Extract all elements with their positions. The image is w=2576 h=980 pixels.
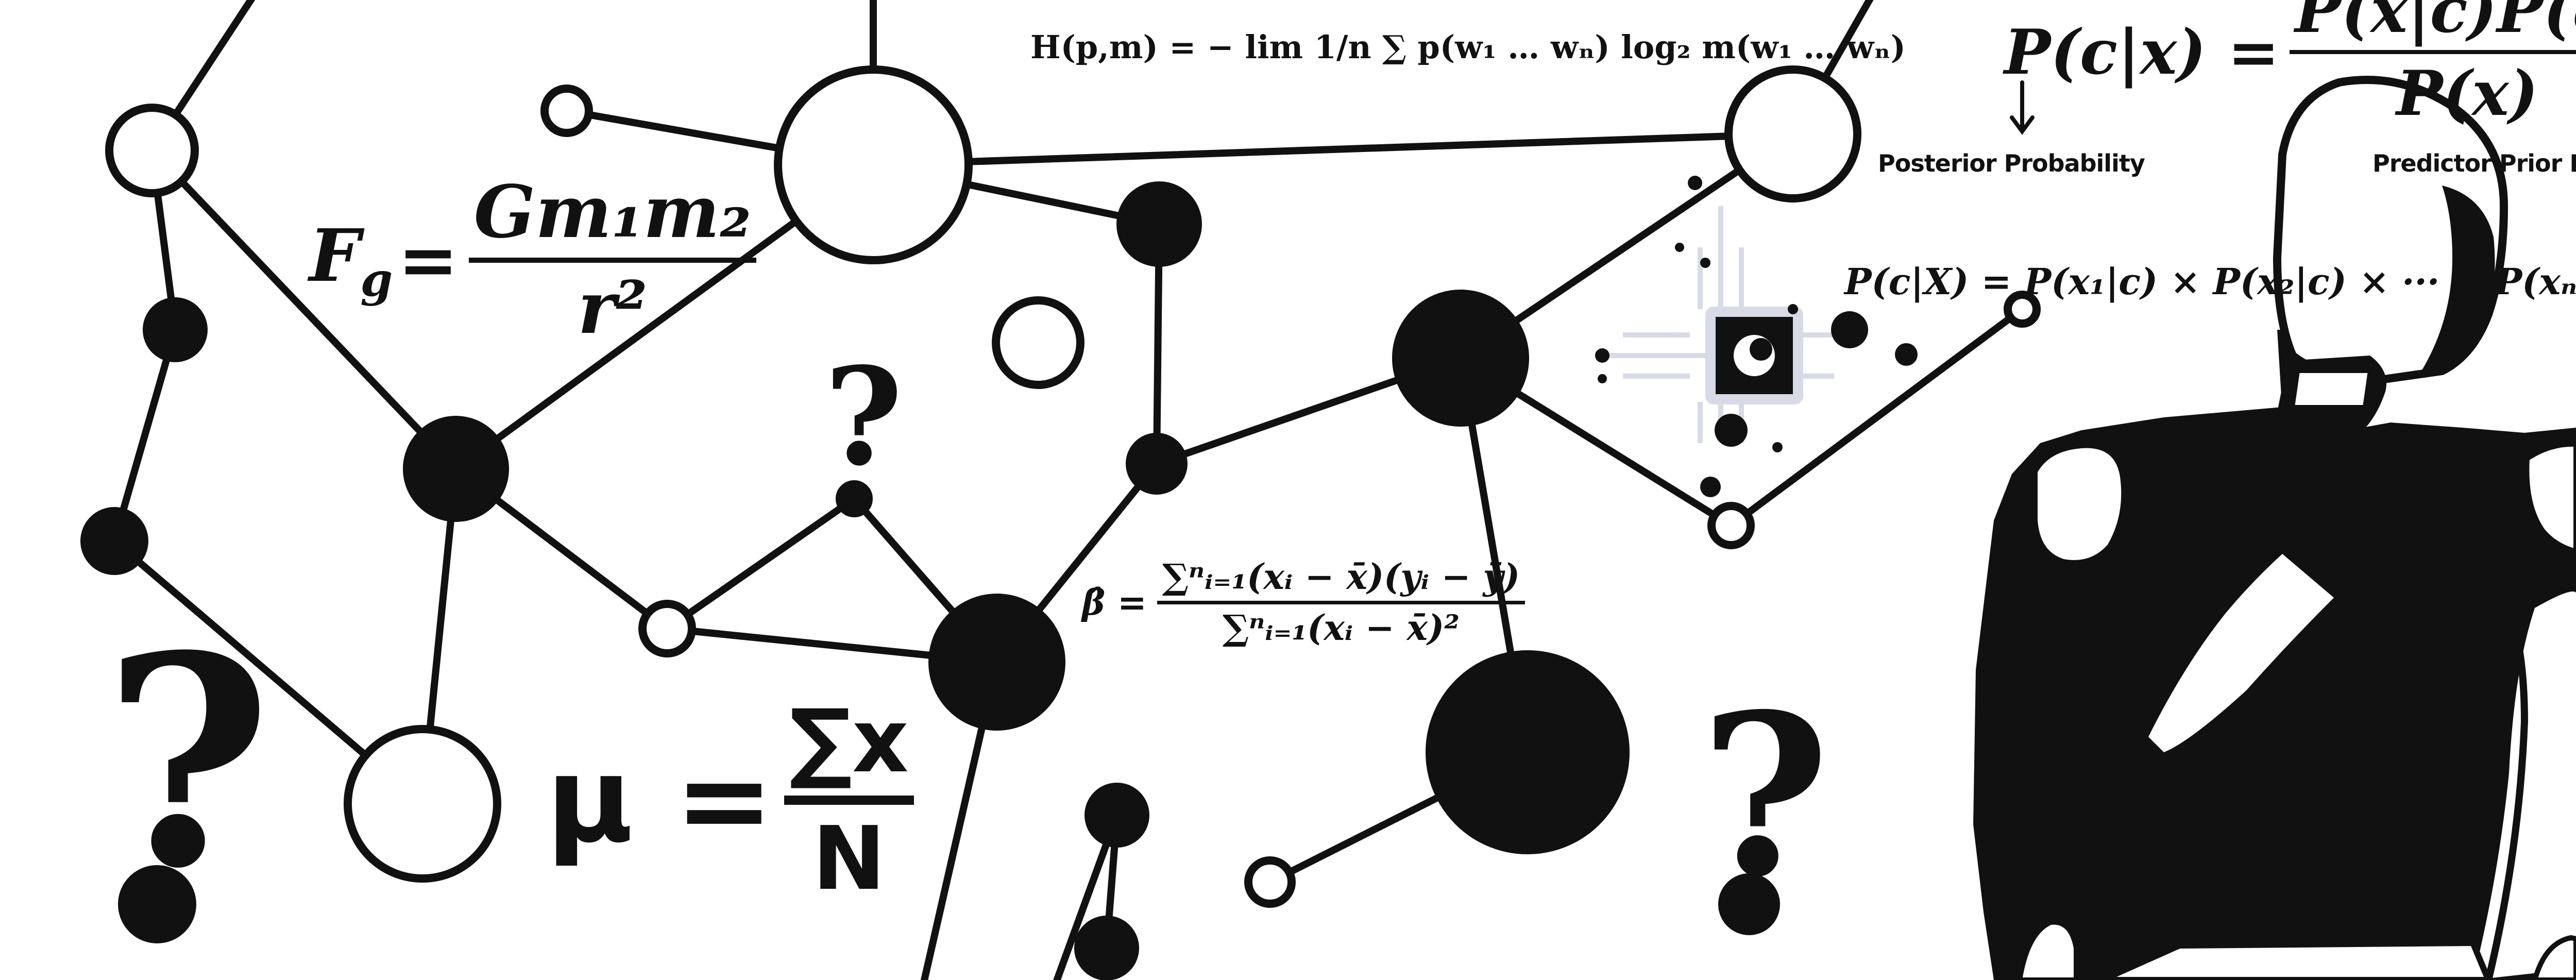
node-hollow [1724,65,1861,202]
node-hollow [105,104,199,197]
beta-denominator: ∑ⁿᵢ₌₁(xᵢ − x̄)² [1222,607,1460,649]
question-mark-icon: ? [103,593,273,932]
chip-icon [1595,176,1918,497]
node-hollow [1244,856,1296,908]
chip-dot [1831,311,1868,348]
bayes-formula: P(c|x) = P(x|c)P(c) P(x) [2004,0,2576,130]
mean-fraction: ∑x N [784,690,914,910]
node-filled [928,594,1065,731]
predictor-label: Predictor Prior Pr [2372,149,2576,177]
node-hollow [2004,291,2041,328]
node-filled [1116,181,1202,267]
question-mark-icon: ? [1700,666,1830,926]
robot-silhouette-icon [1973,76,2576,980]
arrow-posterior-head [2010,115,2035,135]
node-hollow [992,296,1084,389]
node-filled [1426,650,1630,854]
robot-body [1973,407,2576,980]
question-mark-icon: ? [824,339,903,496]
chip-dot [1700,477,1721,497]
beta-fraction: ∑ⁿᵢ₌₁(xᵢ − x̄)(yᵢ − ȳ) ∑ⁿᵢ₌₁(xᵢ − x̄)² [1157,556,1526,649]
edge [1727,306,2026,529]
robot-shoulder-right [2524,441,2576,554]
naive-bayes-formula: P(c|X) = P(x₁|c) × P(x₂|c) × ··· × P(xₙ|… [1844,260,2576,303]
mean-formula: μ = ∑x N [546,690,914,910]
chip-core [1750,338,1772,361]
robot-face-shadow [2421,185,2495,371]
chip-dot [1700,258,1710,268]
robot-hand-plate [2290,369,2372,409]
node-hollow [344,725,501,883]
bayes-lhs: P(c|x) = [2004,15,2280,89]
chip-dot [1772,442,1783,452]
node-hollow [638,600,696,657]
bayes-denominator: P(x) [2396,57,2538,130]
robot-torso-highlight [2473,592,2576,980]
beta-lhs: β̂ = [1082,582,1147,623]
robot-torso-line [2480,554,2529,980]
gravity-fraction: Gm₁m₂ r² [468,170,757,350]
robot-shoulder-left [2032,443,2127,565]
posterior-label: Posterior Probability [1878,149,2145,177]
edge [111,326,179,545]
entropy-formula: H(p,m) = − lim 1/n ∑ p(w₁ … wₙ) log₂ m(w… [1030,28,1906,66]
node-filled [80,507,148,575]
edge [148,147,460,472]
beta-numerator: ∑ⁿᵢ₌₁(xᵢ − x̄)(yᵢ − ȳ) [1157,556,1526,604]
chip-dot [1788,304,1798,314]
node-hollow [774,65,973,264]
gravity-equals: = [398,218,459,302]
chip-dot [1688,176,1702,190]
bayes-numerator: P(x|c)P(c) [2290,0,2576,54]
robot-lower-left-highlight [2016,919,2079,980]
robot-arm-gap [2148,554,2334,752]
edge [870,130,1797,168]
gravity-lhs-subscript: g [360,252,393,307]
node-filled [1126,433,1188,495]
node-filled [1084,783,1149,848]
mean-lhs: μ = [546,731,774,869]
node-filled [143,297,208,362]
robot-lower-right-highlight [2532,935,2576,980]
gravity-denominator: r² [578,266,648,350]
chip-dot [1598,374,1607,383]
node-filled [1074,916,1139,980]
node-filled [836,480,873,517]
gravity-formula: Fg = Gm₁m₂ r² [309,170,757,350]
network-nodes [80,65,2041,980]
robot-desk [2100,939,2492,980]
mean-denominator: N [812,808,886,910]
node-filled [118,865,196,943]
node-filled [1392,290,1529,427]
bayes-fraction: P(x|c)P(c) P(x) [2290,0,2576,130]
mean-numerator: ∑x [784,690,914,805]
node-filled [403,416,509,522]
chip-dot [1595,348,1609,363]
gravity-numerator: Gm₁m₂ [468,170,757,263]
chip-dot [1895,343,1918,366]
chip-dot [1715,414,1748,447]
node-hollow [1707,502,1755,549]
node-filled [1718,873,1780,935]
edge [664,495,858,632]
gravity-lhs: Fg [309,213,393,307]
chip-dot [1675,243,1684,252]
node-hollow [540,85,593,137]
regression-beta-formula: β̂ = ∑ⁿᵢ₌₁(xᵢ − x̄)(yᵢ − ȳ) ∑ⁿᵢ₌₁(xᵢ − x… [1082,556,1526,649]
